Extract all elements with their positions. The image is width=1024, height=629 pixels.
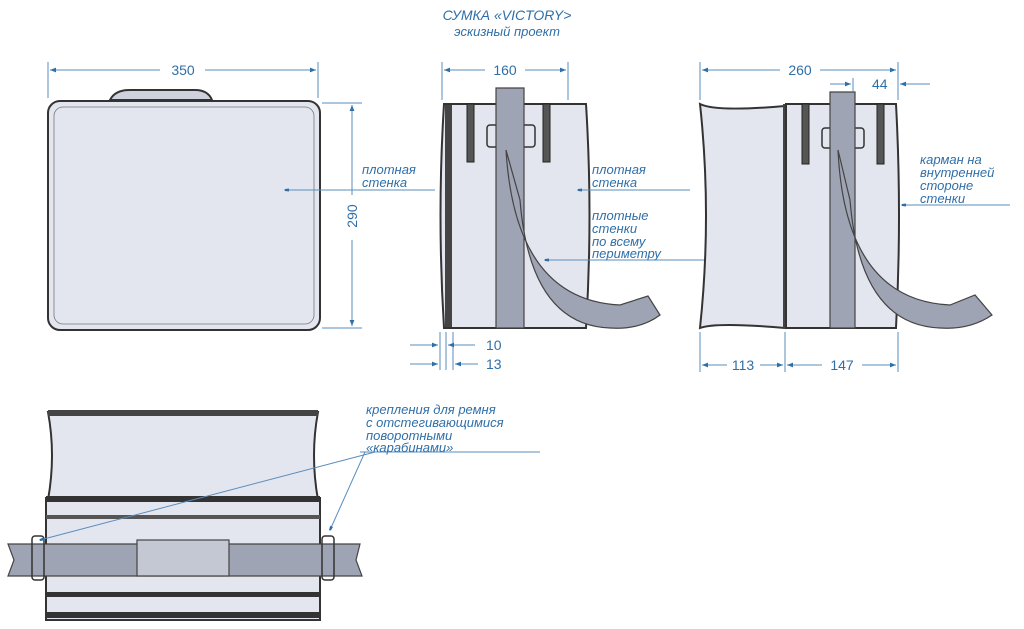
subtitle: эскизный проект — [454, 24, 560, 39]
label-dense-wall-right-2: стенка — [592, 175, 637, 190]
label-mounts-4: «карабинами» — [366, 440, 453, 455]
label-dense-wall-left-1: плотная — [362, 162, 416, 177]
handle — [108, 89, 214, 101]
label-perimeter-3: по всему — [592, 234, 647, 249]
dim-section-main: 147 — [830, 357, 854, 373]
dim-front-width: 350 — [171, 62, 195, 78]
dim-open-depth: 260 — [788, 62, 812, 78]
label-perimeter-4: периметру — [592, 246, 662, 261]
dim-section-front: 113 — [732, 357, 755, 373]
dim-wall-10: 10 — [486, 337, 502, 353]
open-side-view: 260 44 113 147 — [698, 62, 1010, 373]
bottom-view — [7, 410, 540, 621]
title: СУМКА «VICTORY> — [443, 7, 572, 23]
label-pocket-2: внутренней — [920, 165, 994, 180]
label-perimeter-2: стенки — [592, 221, 637, 236]
front-view: 350 290 — [47, 62, 435, 331]
label-pocket-3: стороне — [920, 178, 973, 193]
label-dense-wall-left-2: стенка — [362, 175, 407, 190]
label-pocket-4: стенки — [920, 191, 965, 206]
dim-wall-13: 13 — [486, 356, 502, 372]
label-perimeter-1: плотные — [592, 208, 649, 223]
label-dense-wall-right-1: плотная — [592, 162, 646, 177]
dim-front-height: 290 — [344, 204, 360, 228]
front-panel — [47, 100, 321, 331]
label-mounts-1: крепления для ремня — [366, 402, 496, 417]
dim-side-depth: 160 — [493, 62, 517, 78]
label-pocket-1: карман на — [920, 152, 982, 167]
dim-pocket: 44 — [872, 76, 888, 92]
side-view: 160 10 13 — [410, 62, 805, 372]
label-mounts-2: с отстегивающимися — [366, 415, 504, 430]
label-mounts-3: поворотными — [366, 428, 452, 443]
